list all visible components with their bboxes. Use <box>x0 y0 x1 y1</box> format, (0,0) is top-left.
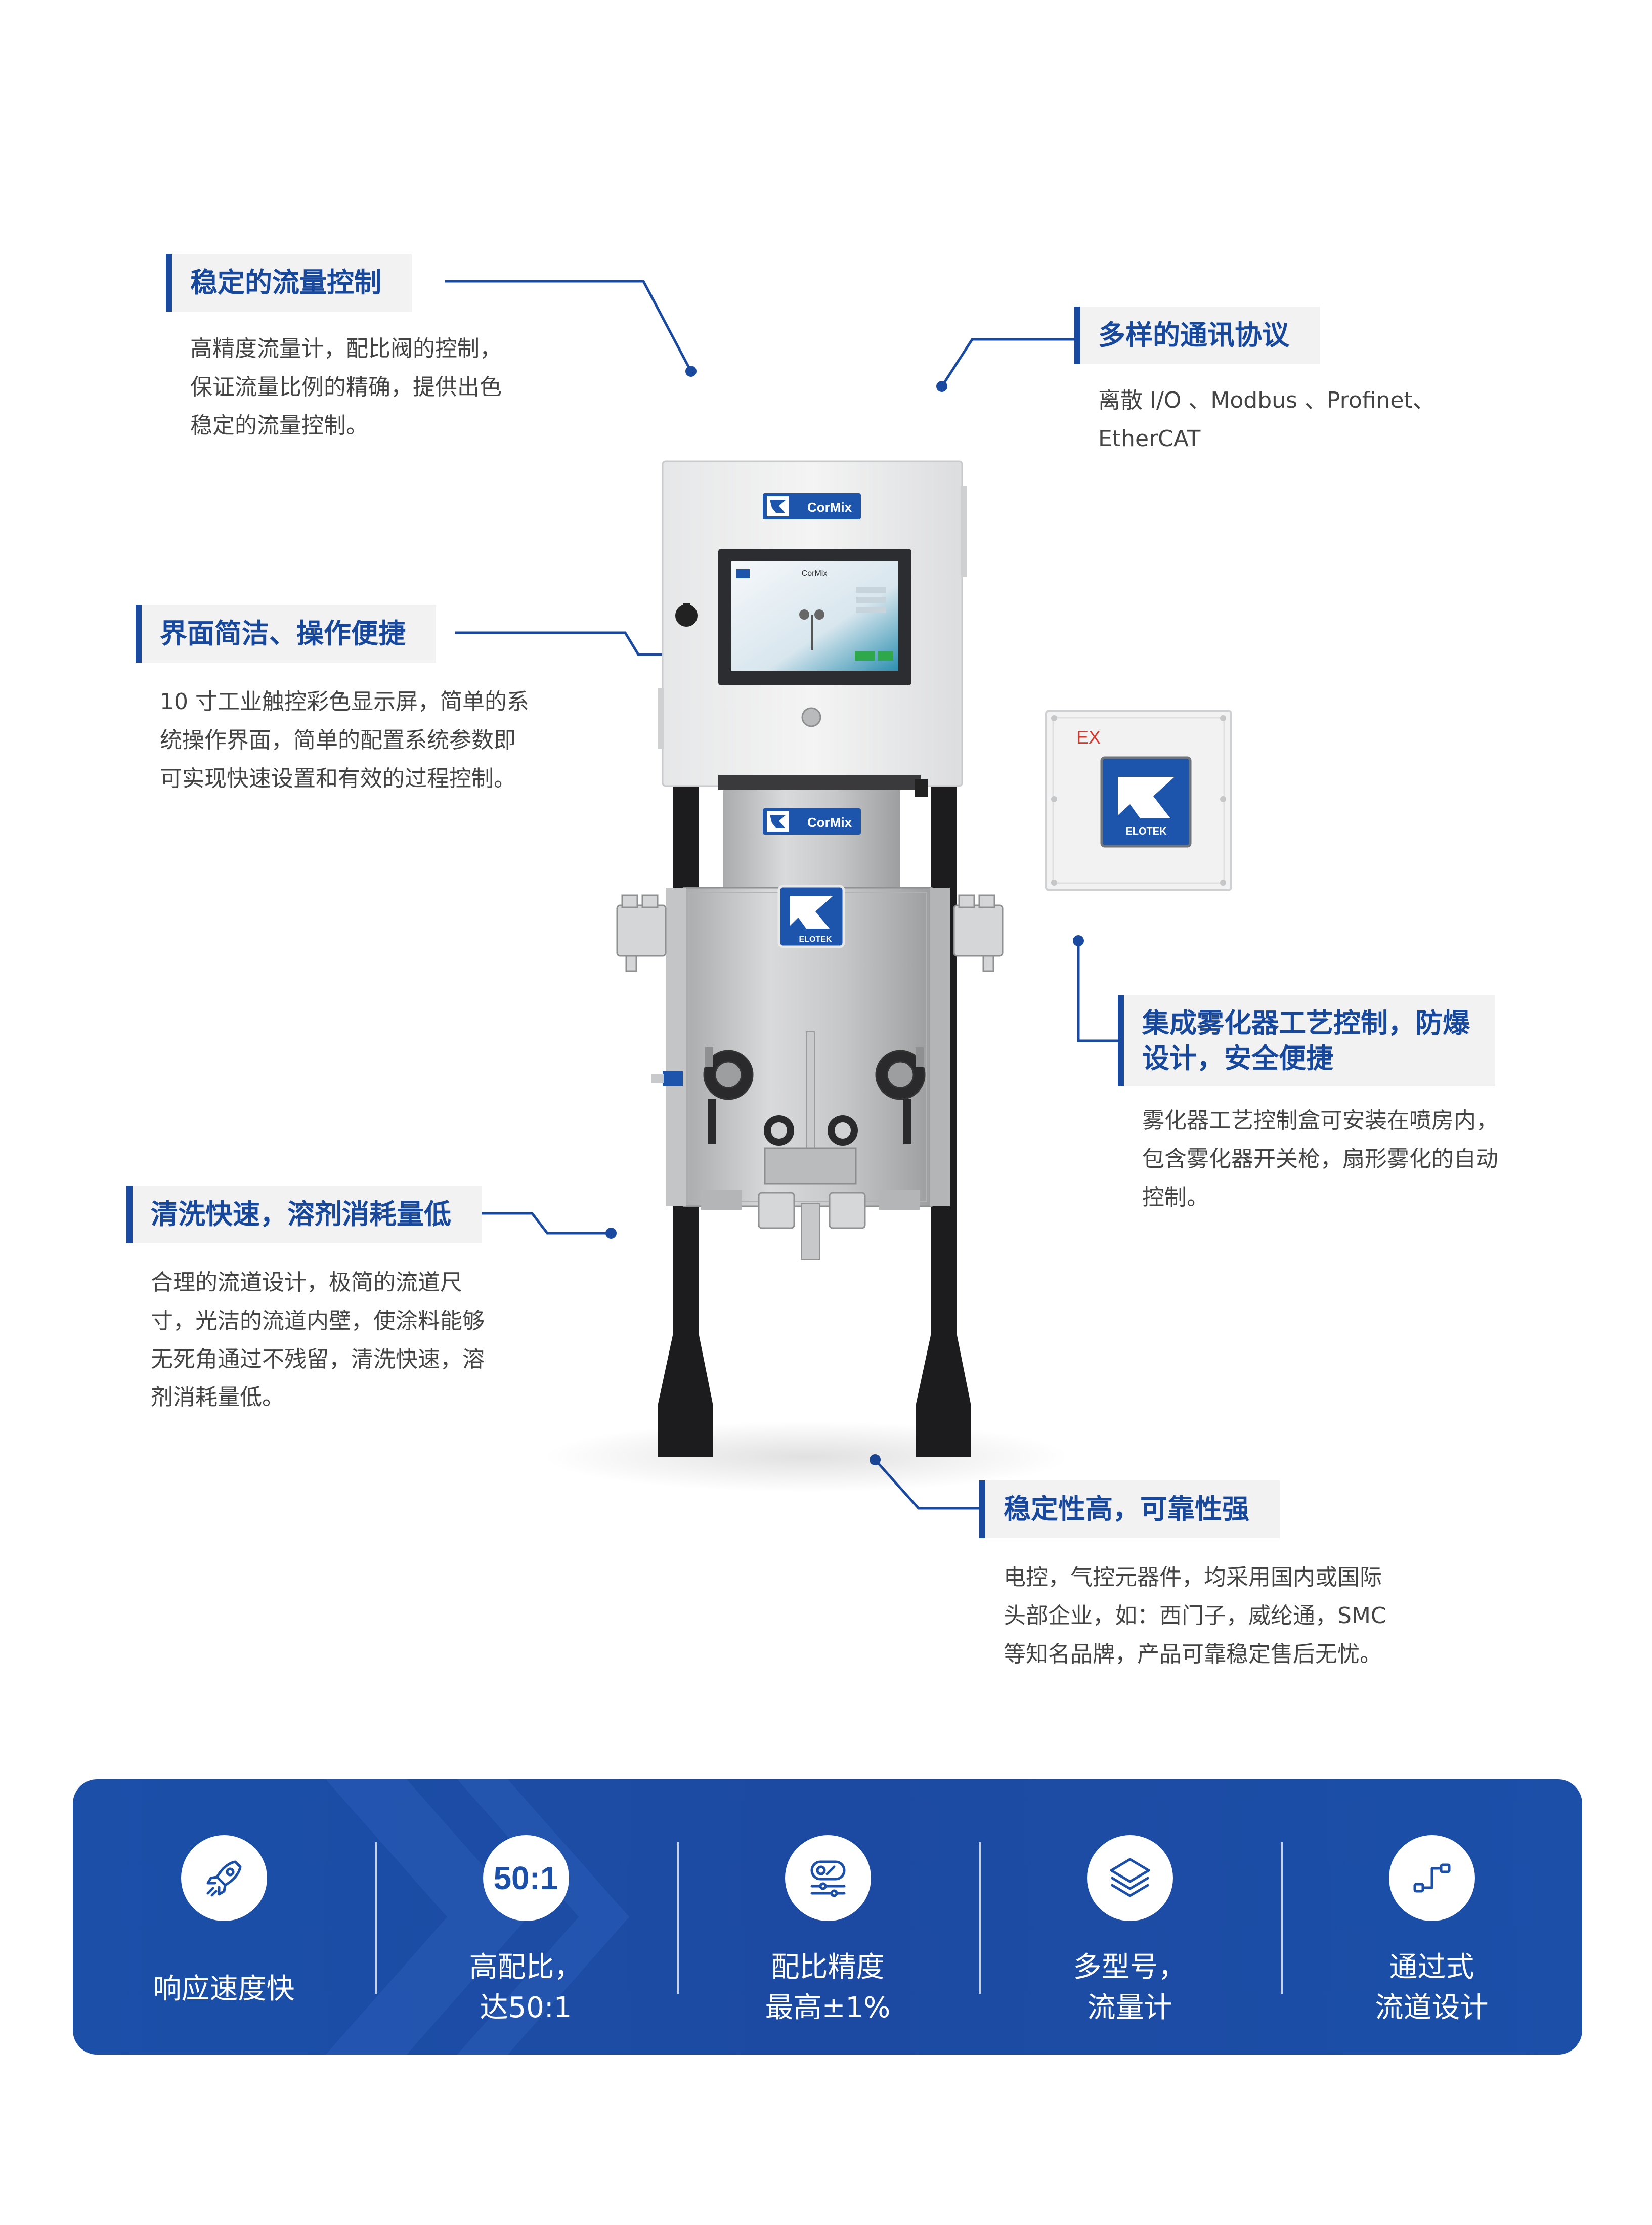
callout-title: 多样的通讯协议 <box>1074 307 1320 365</box>
callout-title: 稳定性高，可靠性强 <box>979 1480 1280 1539</box>
feature-label-line: 配比精度 <box>771 1951 885 1984</box>
desc-line: 头部企业，如：西门子，威纶通，SMC <box>1004 1602 1386 1629</box>
desc-line: 稳定的流量控制。 <box>190 412 368 439</box>
desc-line: 等知名品牌，产品可靠稳定售后无忧。 <box>1004 1641 1382 1667</box>
callout-title: 稳定的流量控制 <box>166 254 412 312</box>
desc-line: 电控，气控元器件，均采用国内或国际 <box>1004 1564 1382 1591</box>
callout-desc: 合理的流道设计，极简的流道尺 寸，光洁的流道内壁，使涂料能够 无死角通过不残留，… <box>126 1263 485 1417</box>
feature-precision: 配比精度 最高±1% <box>677 1779 979 2055</box>
mixing-body: ELOTEK <box>651 885 950 1260</box>
desc-line: EtherCAT <box>1098 425 1201 452</box>
ratio-text-icon: 50:1 <box>483 1835 569 1921</box>
callout-title: 集成雾化器工艺控制，防爆 设计，安全便捷 <box>1118 995 1495 1087</box>
middle-brand-label: CorMix <box>807 815 852 830</box>
callout-cleaning: 清洗快速，溶剂消耗量低 合理的流道设计，极简的流道尺 寸，光洁的流道内壁，使涂料… <box>126 1186 485 1417</box>
rocket-icon <box>181 1835 267 1921</box>
side-manifolds <box>616 894 1004 972</box>
feature-label: 响应速度快 <box>153 1969 295 2010</box>
layers-icon <box>1086 1835 1173 1921</box>
flow-path-icon <box>1388 1835 1475 1921</box>
control-cabinet: CorMix CorMix <box>658 460 967 797</box>
feature-high-ratio: 50:1 高配比， 达50:1 <box>375 1779 677 2055</box>
desc-line: 寸，光洁的流道内壁，使涂料能够 <box>151 1307 485 1334</box>
chevron-decoration-icon <box>326 1779 629 2055</box>
feature-label-line: 高配比， <box>469 1951 583 1984</box>
ex-mark: EX <box>1076 727 1101 748</box>
ex-logo-text: ELOTEK <box>1125 826 1167 837</box>
callout-desc: 离散 I/O 、Modbus 、Profinet、 EtherCAT <box>1074 381 1435 458</box>
screen-title: CorMix <box>802 569 828 578</box>
feature-label: 多型号， 流量计 <box>1073 1947 1187 2028</box>
title-line: 设计，安全便捷 <box>1142 1042 1333 1075</box>
desc-line: 雾化器工艺控制盒可安装在喷房内， <box>1142 1108 1498 1134</box>
ratio-icon-text: 50:1 <box>493 1860 558 1896</box>
feature-label-line: 达50:1 <box>480 1991 572 2024</box>
callout-interface: 界面简洁、操作便捷 10 寸工业触控彩色显示屏，简单的系 统操作界面，简单的配置… <box>136 605 529 798</box>
feature-divider <box>1281 1842 1283 1994</box>
desc-line: 高精度流量计，配比阀的控制， <box>190 336 502 362</box>
feature-response-speed: 响应速度快 <box>73 1779 375 2055</box>
feature-divider <box>677 1842 679 1994</box>
feature-label-line: 通过式 <box>1389 1951 1474 1984</box>
callout-desc: 雾化器工艺控制盒可安装在喷房内， 包含雾化器开关枪，扇形雾化的自动 控制。 <box>1118 1102 1498 1216</box>
feature-multi-model: 多型号， 流量计 <box>979 1779 1281 2055</box>
callout-desc: 高精度流量计，配比阀的控制， 保证流量比例的精确，提供出色 稳定的流量控制。 <box>166 330 502 445</box>
feature-label-line: 多型号， <box>1073 1951 1187 1984</box>
desc-line: 包含雾化器开关枪，扇形雾化的自动 <box>1142 1146 1498 1172</box>
feature-label-line: 最高±1% <box>765 1991 891 2024</box>
feature-label: 通过式 流道设计 <box>1375 1947 1489 2028</box>
desc-line: 无死角通过不残留，清洗快速，溶 <box>151 1346 485 1372</box>
desc-line: 统操作界面，简单的配置系统参数即 <box>160 727 516 753</box>
desc-line: 合理的流道设计，极简的流道尺 <box>151 1270 462 1296</box>
feature-label: 高配比， 达50:1 <box>469 1947 583 2028</box>
feature-bar: 响应速度快 50:1 高配比， 达50:1 <box>73 1779 1582 2055</box>
body-logo-text: ELOTEK <box>799 935 832 944</box>
callout-flow-control: 稳定的流量控制 高精度流量计，配比阀的控制， 保证流量比例的精确，提供出色 稳定… <box>166 254 502 445</box>
feature-flow-design: 通过式 流道设计 <box>1281 1779 1582 2055</box>
ex-control-box: EX ELOTEK <box>1045 710 1232 891</box>
callout-protocols: 多样的通讯协议 离散 I/O 、Modbus 、Profinet、 EtherC… <box>1074 307 1435 458</box>
callout-title: 清洗快速，溶剂消耗量低 <box>126 1186 482 1244</box>
desc-line: 可实现快速设置和有效的过程控制。 <box>160 765 516 792</box>
callout-desc: 电控，气控元器件，均采用国内或国际 头部企业，如：西门子，威纶通，SMC 等知名… <box>979 1558 1386 1673</box>
cabinet-brand-label: CorMix <box>807 500 852 515</box>
feature-divider <box>979 1842 981 1994</box>
feature-label: 配比精度 最高±1% <box>765 1947 891 2028</box>
desc-line: 剂消耗量低。 <box>151 1384 284 1411</box>
feature-divider <box>375 1842 377 1994</box>
desc-line: 10 寸工业触控彩色显示屏，简单的系 <box>160 689 529 715</box>
feature-label-line: 响应速度快 <box>153 1973 295 2005</box>
middle-panel: CorMix <box>723 790 900 896</box>
callout-reliability: 稳定性高，可靠性强 电控，气控元器件，均采用国内或国际 头部企业，如：西门子，威… <box>979 1480 1386 1673</box>
feature-label-line: 流量计 <box>1087 1991 1172 2024</box>
precision-icon <box>785 1835 871 1921</box>
callout-title: 界面简洁、操作便捷 <box>136 605 436 663</box>
feature-label-line: 流道设计 <box>1375 1991 1489 2024</box>
title-line: 集成雾化器工艺控制，防爆 <box>1142 1007 1470 1039</box>
callout-atomizer: 集成雾化器工艺控制，防爆 设计，安全便捷 雾化器工艺控制盒可安装在喷房内， 包含… <box>1118 995 1498 1216</box>
desc-line: 离散 I/O 、Modbus 、Profinet、 <box>1098 387 1435 414</box>
callout-desc: 10 寸工业触控彩色显示屏，简单的系 统操作界面，简单的配置系统参数即 可实现快… <box>136 683 529 798</box>
desc-line: 保证流量比例的精确，提供出色 <box>190 374 502 400</box>
desc-line: 控制。 <box>1142 1184 1209 1210</box>
